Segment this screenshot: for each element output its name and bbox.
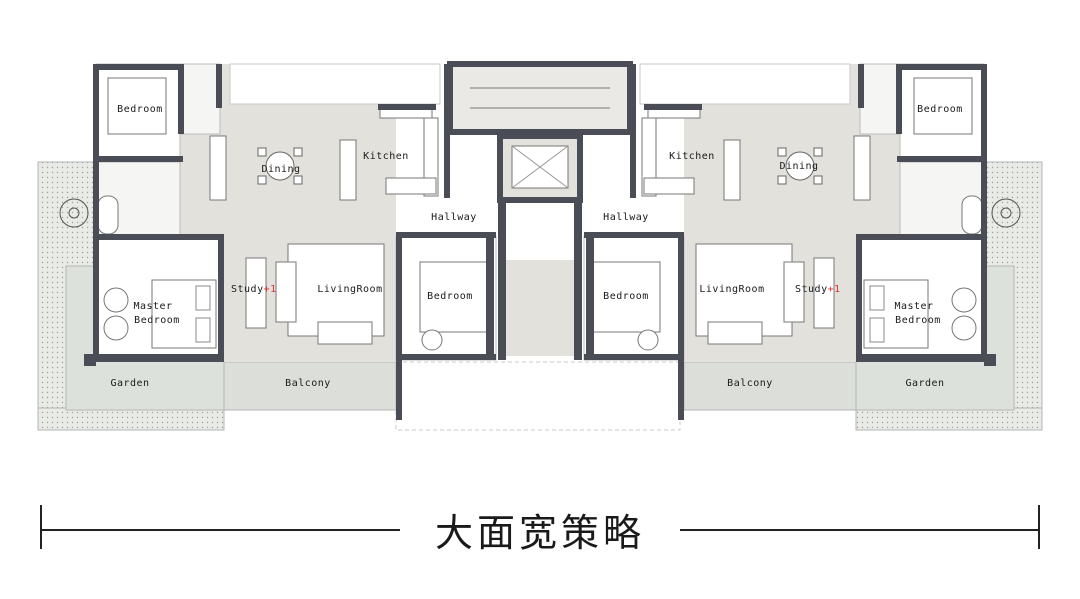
room-label-dining-right: Dining: [779, 161, 818, 172]
room-label-garden-left: Garden: [110, 378, 149, 389]
room-label-master-right-2: Bedroom: [895, 315, 941, 326]
caption-title: 大面宽策略: [434, 511, 645, 555]
room-label-balcony-right: Balcony: [727, 378, 773, 389]
room-label-study-right: Study+1: [795, 284, 841, 295]
caption-right-rule: [680, 529, 1040, 531]
room-label-living-right: LivingRoom: [699, 284, 764, 295]
room-label-balcony-left: Balcony: [285, 378, 331, 389]
room-label-master-left-2: Bedroom: [134, 315, 180, 326]
room-label-garden-right: Garden: [905, 378, 944, 389]
room-label-hallway-left: Hallway: [431, 212, 477, 223]
room-label-bedroom-mid-left: Bedroom: [427, 291, 473, 302]
floor-plan: Bedroom Bedroom Dining Dining Kitchen Ki…: [37, 61, 1043, 431]
stairwell: [447, 61, 633, 135]
room-label-bedroom-top-right: Bedroom: [917, 104, 963, 115]
caption-left-tick: [40, 505, 42, 549]
room-label-master-right-1: Master: [894, 301, 933, 312]
caption-right-tick: [1038, 505, 1040, 549]
room-label-master-left-1: Master: [133, 301, 172, 312]
caption-left-rule: [40, 529, 400, 531]
room-label-living-left: LivingRoom: [317, 284, 382, 295]
room-label-hallway-right: Hallway: [603, 212, 649, 223]
room-label-kitchen-right: Kitchen: [669, 151, 715, 162]
room-label-study-left: Study+1: [231, 284, 277, 295]
room-label-dining-left: Dining: [261, 164, 300, 175]
room-label-bedroom-top-left: Bedroom: [117, 104, 163, 115]
room-label-kitchen-left: Kitchen: [363, 151, 409, 162]
room-label-bedroom-mid-right: Bedroom: [603, 291, 649, 302]
